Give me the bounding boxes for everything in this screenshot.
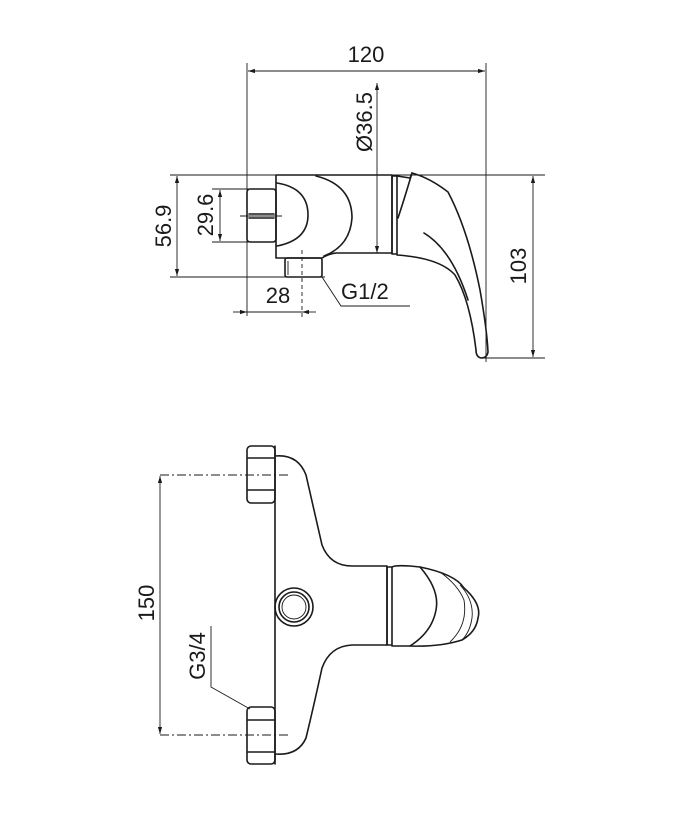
svg-text:150: 150 [134, 585, 159, 622]
side-handle [391, 172, 489, 359]
svg-text:29.6: 29.6 [193, 194, 218, 237]
dimension-body-diameter: Ø36.5 [352, 83, 380, 253]
label-outlet-thread: G1/2 [321, 276, 410, 307]
front-nut-bottom [246, 706, 276, 765]
front-body [274, 445, 388, 765]
svg-text:103: 103 [506, 248, 531, 285]
svg-text:G1/2: G1/2 [341, 279, 389, 304]
svg-text:120: 120 [348, 42, 385, 67]
dimension-nut-height: 29.6 [193, 190, 223, 241]
dimension-inlet-spacing: 150 [134, 476, 163, 734]
front-handle [386, 564, 480, 647]
front-nut-top [246, 445, 276, 504]
side-view: 120 Ø36.5 56.9 29.6 103 28 [151, 42, 545, 362]
dimension-outlet-offset: 28 [233, 250, 316, 318]
dimension-body-height: 56.9 [151, 176, 180, 276]
svg-text:Ø36.5: Ø36.5 [352, 92, 377, 152]
svg-text:G3/4: G3/4 [185, 632, 210, 680]
svg-text:28: 28 [266, 283, 290, 308]
front-view: 150 G3/4 [134, 445, 480, 765]
dimension-overall-height: 103 [506, 176, 536, 357]
svg-text:56.9: 56.9 [151, 205, 176, 248]
label-inlet-thread: G3/4 [185, 626, 251, 710]
dimension-overall-width: 120 [248, 42, 485, 74]
side-body [275, 174, 393, 278]
